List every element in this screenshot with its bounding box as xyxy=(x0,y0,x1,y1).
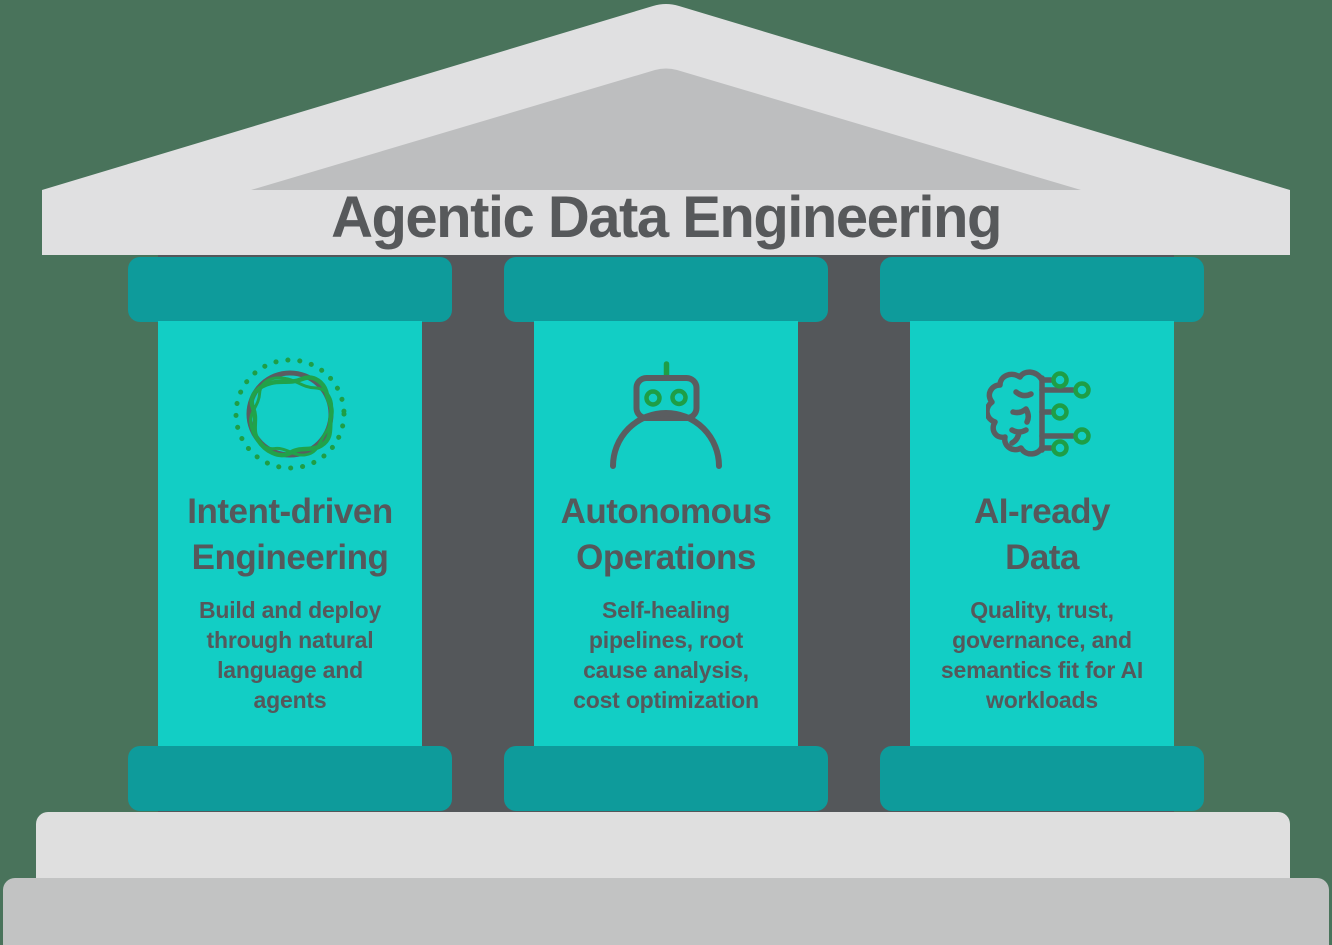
pillar-capital-intent-driven xyxy=(128,257,452,322)
temple-step-lower xyxy=(3,878,1329,945)
roof-band xyxy=(42,190,1290,255)
pillar-base-autonomous xyxy=(504,746,828,811)
pillar-ai-ready-data: AI-ready Data Quality, trust, governance… xyxy=(910,321,1174,746)
pillar-capital-ai-ready xyxy=(880,257,1204,322)
pillar-capital-autonomous xyxy=(504,257,828,322)
pillar-autonomous-operations: Autonomous Operations Self-healing pipel… xyxy=(534,321,798,746)
temple-step-upper xyxy=(36,812,1290,878)
pillar-base-intent-driven xyxy=(128,746,452,811)
pillar-description: Build and deploy through natural languag… xyxy=(198,597,382,713)
icon-box xyxy=(158,353,422,475)
pillar-base-ai-ready xyxy=(880,746,1204,811)
pillar-heading: Intent-driven Engineering xyxy=(187,492,393,577)
pillar-heading: AI-ready Data xyxy=(973,492,1111,577)
pillar-intent-driven-engineering: Intent-driven Engineering Build and depl… xyxy=(158,321,422,746)
pillar-heading: Autonomous Operations xyxy=(560,492,772,577)
icon-box xyxy=(534,353,798,475)
robot-icon xyxy=(610,361,722,469)
scribble-globe-icon xyxy=(233,357,347,471)
icon-box xyxy=(910,353,1174,475)
temple-roof xyxy=(42,4,1290,255)
page-title: Agentic Data Engineering xyxy=(331,185,1002,250)
pillar-description: Quality, trust, governance, and semantic… xyxy=(940,597,1144,713)
roof-inner-triangle xyxy=(251,68,1081,190)
pillar-description: Self-healing pipelines, root cause analy… xyxy=(573,597,759,713)
brain-circuit-icon xyxy=(986,369,1091,457)
